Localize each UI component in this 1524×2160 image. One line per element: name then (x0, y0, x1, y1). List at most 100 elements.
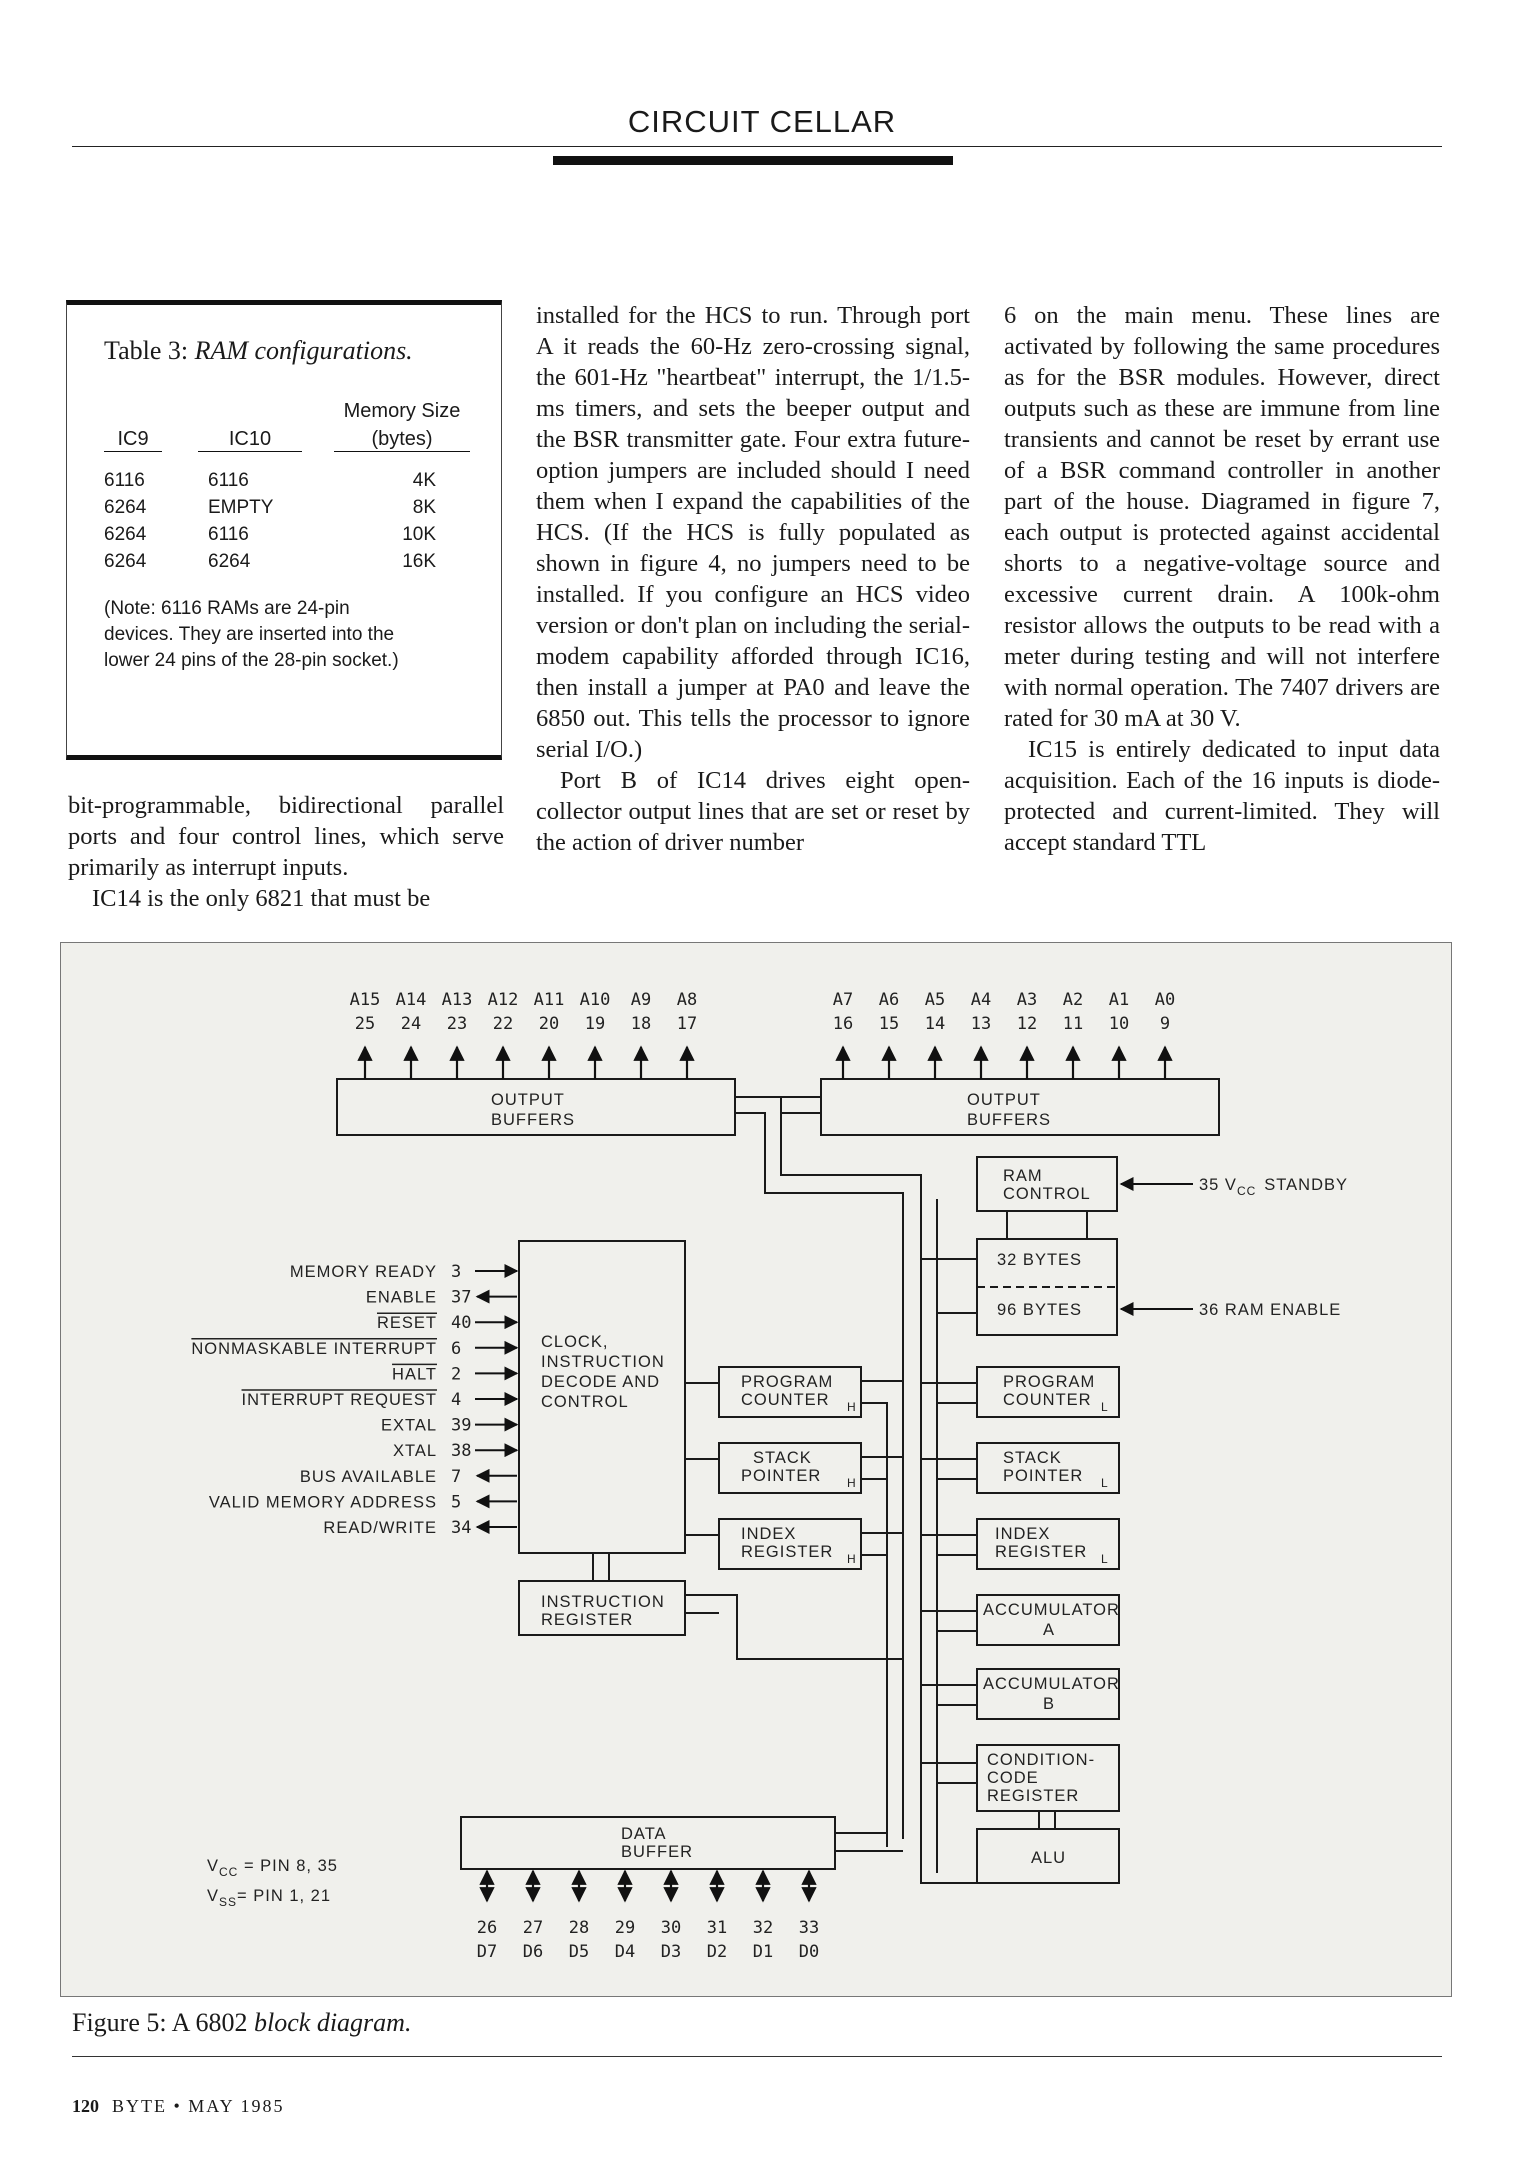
folio-text: BYTE • MAY 1985 (112, 2096, 285, 2116)
output-buffers-high (336, 1078, 736, 1136)
signal-label: NONMASKABLE INTERRUPT (191, 1340, 437, 1358)
table-cell: 16K (402, 551, 436, 572)
ix-l-label-2: REGISTER (995, 1543, 1087, 1561)
paragraph: Port B of IC14 drives eight open-collect… (536, 767, 970, 856)
ix-h-sub: H (847, 1552, 856, 1566)
data-pin-number: 33 (799, 1918, 819, 1938)
signal-pin: 2 (451, 1364, 461, 1384)
acc-b-label-2: B (1043, 1695, 1055, 1713)
vcc-pins-label: VCC = PIN 8, 35 (207, 1857, 338, 1879)
pc-l-sub: L (1101, 1400, 1108, 1414)
table-cell: 8K (412, 497, 436, 518)
sp-l-label-2: POINTER (1003, 1467, 1083, 1485)
folio: 120 BYTE • MAY 1985 (72, 2096, 284, 2117)
ccr-label-1: CONDITION- (987, 1751, 1095, 1769)
sp-h-label-1: STACK (753, 1449, 812, 1467)
vss-pins-label: VSS= PIN 1, 21 (207, 1887, 331, 1909)
index-register-l (976, 1518, 1120, 1570)
signal-pin: 6 (451, 1339, 461, 1359)
signal-pin: 39 (451, 1416, 471, 1436)
signal-label: INTERRUPT REQUEST (242, 1391, 437, 1409)
clock-label-3: DECODE AND (541, 1373, 660, 1391)
data-pin-name: D5 (569, 1942, 589, 1962)
ix-h-label-2: REGISTER (741, 1543, 833, 1561)
address-high-pin: 18 (631, 1014, 651, 1034)
figure-caption-italic: block diagram. (254, 2008, 412, 2037)
address-low-name: A3 (1017, 990, 1037, 1010)
paragraph: bit-programmable, bidirectional parallel… (68, 792, 504, 881)
table-header-ic9: IC9 (104, 428, 162, 452)
body-column-1: bit-programmable, bidirectional parallel… (68, 790, 504, 914)
pc-h-label-1: PROGRAM (741, 1373, 833, 1391)
clock-label-1: CLOCK, (541, 1333, 608, 1351)
address-low-pin: 11 (1063, 1014, 1083, 1034)
data-buffer (460, 1816, 836, 1870)
table-title: Table 3: RAM configurations. (104, 336, 413, 366)
address-low-pin: 10 (1109, 1014, 1129, 1034)
address-high-name: A10 (580, 990, 611, 1010)
signal-pin: 37 (451, 1288, 471, 1308)
ram-control-label-1: RAM (1003, 1167, 1043, 1185)
table-header-ic10: IC10 (198, 428, 302, 452)
accumulator-a (976, 1594, 1120, 1646)
data-pin-number: 26 (477, 1918, 497, 1938)
header-rule (72, 146, 1442, 147)
address-high-pin: 23 (447, 1014, 467, 1034)
data-pin-number: 30 (661, 1918, 681, 1938)
data-pin-name: D4 (615, 1942, 635, 1962)
pc-h-label-2: COUNTER (741, 1391, 830, 1409)
table-header-memory-size: Memory Size (343, 400, 461, 422)
block-diagram-svg: A1525A1424A1323A1222A1120A1019A918A817A7… (191, 990, 1348, 1962)
accumulator-b (976, 1668, 1120, 1720)
alu-block (976, 1828, 1120, 1884)
program-counter-h (718, 1366, 862, 1418)
paragraph: 6 on the main menu. These lines are acti… (1004, 302, 1440, 732)
address-labels: A1525A1424A1323A1222A1120A1019A918A817A7… (350, 990, 1176, 1034)
ix-h-label-1: INDEX (741, 1525, 796, 1543)
data-pin-number: 32 (753, 1918, 773, 1938)
clock-label-2: INSTRUCTION (541, 1353, 665, 1371)
signal-label: XTAL (393, 1442, 437, 1460)
address-low-pin: 16 (833, 1014, 853, 1034)
address-low-pin: 13 (971, 1014, 991, 1034)
ram-32-bytes-label: 32 BYTES (997, 1251, 1082, 1269)
signal-pin: 40 (451, 1313, 471, 1333)
paragraph: IC14 is the only 6821 that must be (92, 885, 431, 912)
data-pin-name: D2 (707, 1942, 727, 1962)
output-buffers-low-label-2: BUFFERS (967, 1111, 1051, 1129)
data-pin-name: D3 (661, 1942, 681, 1962)
data-pin-number: 27 (523, 1918, 543, 1938)
address-high-pin: 22 (493, 1014, 513, 1034)
ix-l-label-1: INDEX (995, 1525, 1050, 1543)
output-buffers-low-label-1: OUTPUT (967, 1091, 1041, 1109)
alu-label: ALU (1031, 1849, 1066, 1867)
address-high-name: A9 (631, 990, 651, 1010)
footer-rule (72, 2056, 1442, 2057)
clock-decode-block (518, 1240, 686, 1554)
index-register-h (718, 1518, 862, 1570)
signal-label: EXTAL (381, 1417, 437, 1435)
data-pin-number: 31 (707, 1918, 727, 1938)
output-buffers-high-label-1: OUTPUT (491, 1091, 565, 1109)
table-title-italic: RAM configurations. (194, 336, 413, 365)
table-cell: 10K (402, 524, 436, 545)
table-box (66, 300, 502, 760)
signal-pin: 3 (451, 1262, 461, 1282)
address-high-pin: 17 (677, 1014, 697, 1034)
acc-a-label-1: ACCUMULATOR (983, 1601, 1120, 1619)
clock-label-4: CONTROL (541, 1393, 629, 1411)
address-high-name: A12 (488, 990, 519, 1010)
table-cell: 6264 (208, 551, 251, 572)
data-pin-name: D6 (523, 1942, 543, 1962)
signal-pin: 34 (451, 1518, 471, 1538)
ram-control-label-2: CONTROL (1003, 1185, 1091, 1203)
table-header-bytes: (bytes) (334, 428, 470, 452)
ix-l-sub: L (1101, 1552, 1108, 1566)
ccr-label-2: CODE (987, 1769, 1039, 1787)
stack-pointer-l (976, 1442, 1120, 1494)
signal-label: BUS AVAILABLE (300, 1468, 437, 1486)
table-cell: 6116 (208, 470, 249, 491)
address-low-pin: 14 (925, 1014, 945, 1034)
